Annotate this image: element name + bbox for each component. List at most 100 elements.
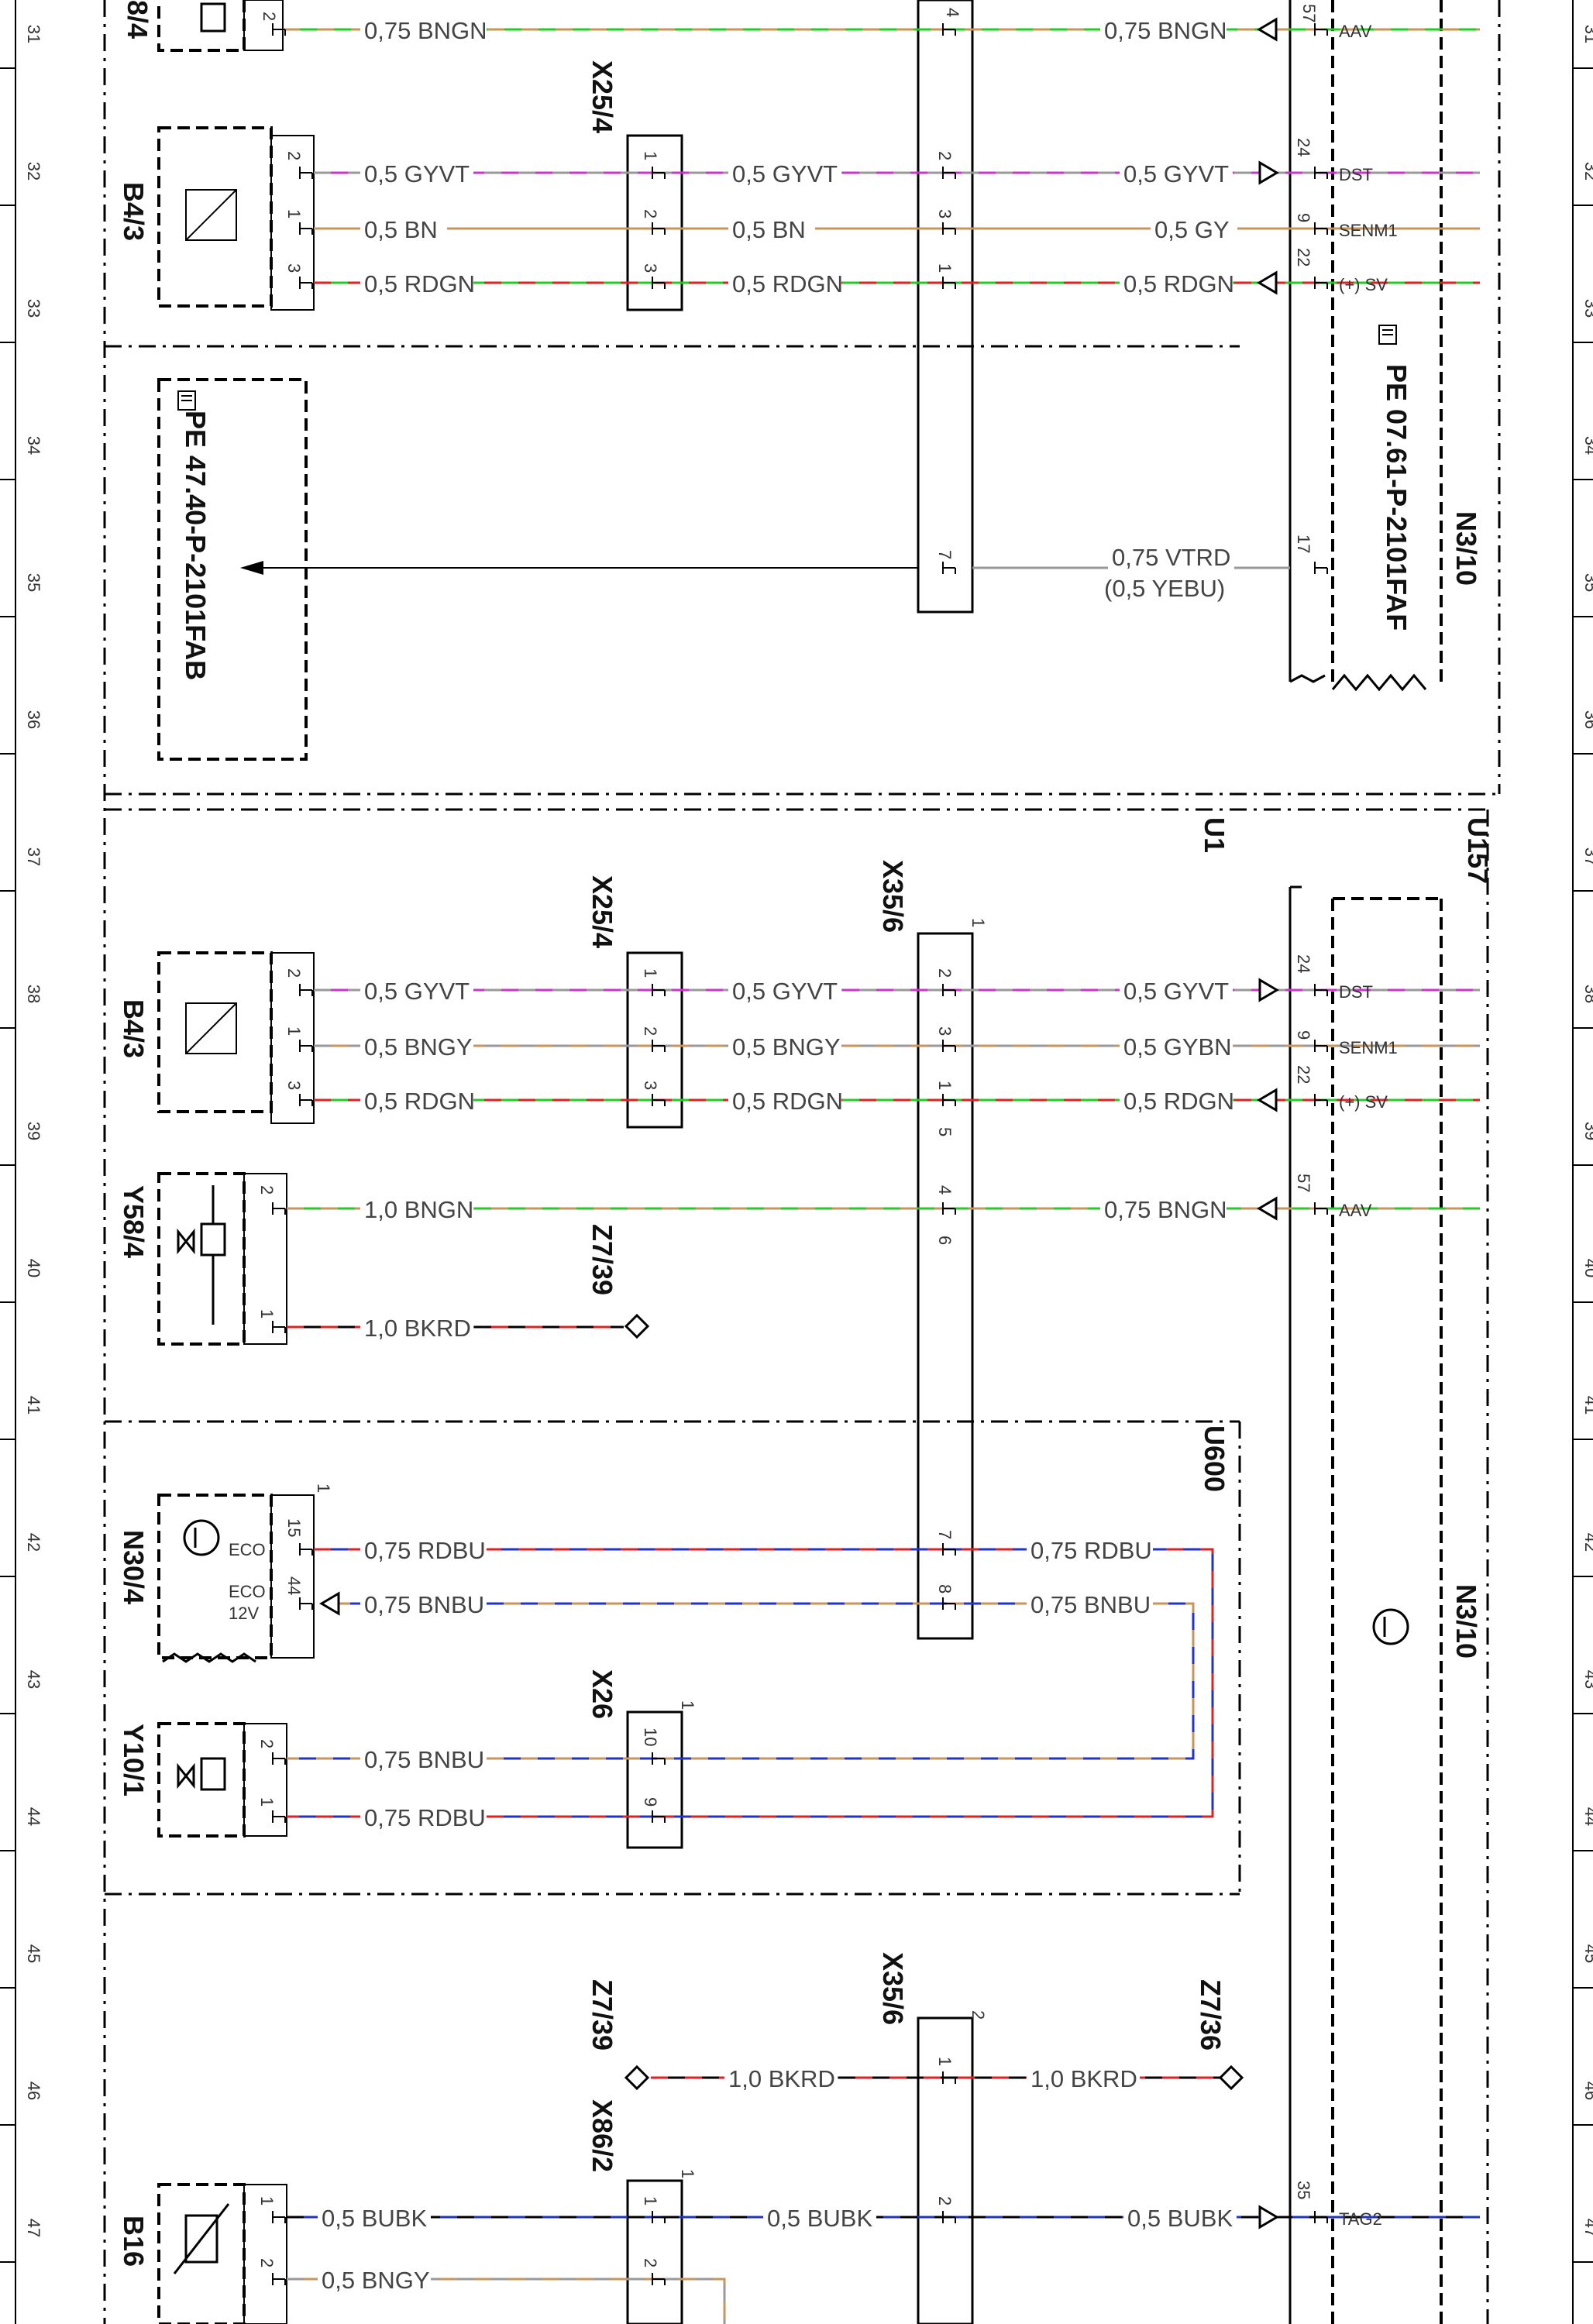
row-number: 35 bbox=[24, 573, 43, 592]
signal-aav: AAV bbox=[1339, 1201, 1372, 1220]
row-number: 40 bbox=[1581, 1259, 1593, 1277]
wire-label: 0,5 BUBK bbox=[322, 2205, 427, 2232]
frame-lines bbox=[103, 0, 1501, 2324]
n3-10-b: N3/10 bbox=[1450, 1584, 1482, 1659]
label-bg bbox=[763, 2206, 876, 2233]
label-bg bbox=[728, 218, 815, 244]
pin-number: 2 bbox=[257, 2258, 277, 2267]
pin-number: 9 bbox=[641, 1797, 660, 1807]
signal-senm1: SENM1 bbox=[1339, 221, 1398, 240]
n3-10-body bbox=[1289, 0, 1302, 2324]
row-number: 31 bbox=[1581, 25, 1593, 43]
n3-10-dashed bbox=[1331, 0, 1443, 2324]
pin-mark bbox=[942, 2211, 956, 2223]
pin-number: 2 bbox=[641, 1026, 660, 1036]
row-number: 33 bbox=[1581, 299, 1593, 318]
label-bg bbox=[724, 2067, 838, 2093]
wire-label: 0,75 BNGN bbox=[1104, 1196, 1227, 1223]
b4-3-b: B4/3 bbox=[118, 999, 150, 1058]
u600: U600 bbox=[1199, 1425, 1230, 1492]
row-number: 46 bbox=[24, 2082, 43, 2100]
n3-10-a: N3/10 bbox=[1450, 511, 1482, 586]
b4-3-a: B4/3 bbox=[118, 182, 150, 241]
break-line-n30 bbox=[162, 1652, 256, 1663]
pin-number: 1 bbox=[935, 263, 955, 273]
signal-eco12: ECO bbox=[229, 1582, 266, 1601]
label-bg bbox=[1120, 272, 1233, 298]
row-number: 38 bbox=[24, 985, 43, 1003]
pin-mark bbox=[272, 1321, 286, 1333]
pin-number: 1 bbox=[641, 968, 660, 978]
row-number: 39 bbox=[24, 1122, 43, 1140]
pin-mark bbox=[299, 1094, 313, 1106]
pin-number: 2 bbox=[935, 2196, 955, 2205]
pin-number: 3 bbox=[935, 1026, 955, 1036]
pin-number: 8 bbox=[935, 1584, 955, 1593]
wire bbox=[287, 1548, 1214, 1818]
wire-label: 0,75 BNBU bbox=[364, 1746, 484, 1773]
pin-number: 1 bbox=[314, 1483, 333, 1493]
pin-mark bbox=[299, 1597, 313, 1610]
pe-ref-right: PE 07.61-P-2101FAF bbox=[1381, 364, 1412, 631]
row-number: 39 bbox=[1581, 1122, 1593, 1140]
label-bg bbox=[728, 979, 841, 1006]
label-bg bbox=[318, 2268, 431, 2295]
wire bbox=[287, 1602, 1195, 1760]
label-bg bbox=[360, 19, 487, 45]
pin-mark bbox=[1314, 2211, 1328, 2223]
wire-label: 0,75 BNGN bbox=[1104, 17, 1227, 44]
signal-aav: AAV bbox=[1339, 22, 1372, 41]
wire-label: 0,5 GYVT bbox=[1123, 978, 1229, 1005]
row-number: 32 bbox=[24, 162, 43, 180]
signal-arrow-icon bbox=[1257, 17, 1278, 42]
signal-senm1: SENM1 bbox=[1339, 1038, 1398, 1057]
pin-mark bbox=[652, 1040, 666, 1052]
pin-number: 1 bbox=[935, 2057, 955, 2066]
label-bg bbox=[1120, 162, 1233, 188]
signal-dst: DST bbox=[1339, 165, 1373, 184]
y58-4-top: 8/4 bbox=[122, 0, 153, 39]
pin-mark bbox=[942, 1094, 956, 1106]
pin-number: 1 bbox=[257, 1309, 277, 1318]
pin-mark bbox=[299, 1543, 313, 1556]
row-number: 41 bbox=[1581, 1396, 1593, 1415]
pin-number: 1 bbox=[678, 1700, 697, 1710]
pin-mark bbox=[1314, 562, 1328, 574]
pin-mark bbox=[652, 277, 666, 289]
label-bg bbox=[360, 1316, 473, 1342]
pin-mark bbox=[652, 2273, 666, 2285]
wire-label: 0,5 GYVT bbox=[732, 978, 838, 1005]
row-number: 42 bbox=[1581, 1533, 1593, 1552]
label-bg bbox=[1120, 1035, 1233, 1061]
pin-mark bbox=[299, 1040, 313, 1052]
z7-36: Z7/36 bbox=[1195, 1979, 1227, 2051]
pin-number: 7 bbox=[935, 1530, 955, 1539]
label-bg bbox=[360, 1748, 487, 1774]
signal-arrow-icon bbox=[319, 1591, 340, 1616]
pin-mark bbox=[942, 562, 956, 574]
x25-4-b: X25/4 bbox=[587, 875, 618, 948]
wire-label: 0,5 BNGY bbox=[732, 1033, 841, 1061]
pin-number: 3 bbox=[641, 1081, 660, 1090]
pin-mark bbox=[1314, 23, 1328, 36]
label-bg bbox=[360, 1035, 473, 1061]
pin-mark bbox=[942, 1597, 956, 1610]
pin-mark bbox=[1314, 1040, 1328, 1052]
pin-number: 17 bbox=[1294, 535, 1313, 553]
row-number: 47 bbox=[24, 2219, 43, 2237]
pin-mark bbox=[942, 2071, 956, 2084]
pin-mark bbox=[652, 2211, 666, 2223]
pressure-sensor-icon bbox=[185, 189, 237, 1054]
wire-label: 1,0 BKRD bbox=[364, 1315, 471, 1342]
wire-label: 0,5 GYVT bbox=[364, 978, 470, 1005]
signal-12v: 12V bbox=[229, 1604, 259, 1623]
pin-number: 10 bbox=[641, 1728, 660, 1746]
pin-number: 2 bbox=[969, 2010, 988, 2020]
label-bg bbox=[360, 979, 473, 1006]
label-bg bbox=[1100, 1198, 1227, 1224]
signal-eco: ECO bbox=[229, 1540, 266, 1559]
row-number: 32 bbox=[1581, 162, 1593, 180]
pin-mark bbox=[652, 167, 666, 179]
x86-2: X86/2 bbox=[587, 2099, 618, 2172]
